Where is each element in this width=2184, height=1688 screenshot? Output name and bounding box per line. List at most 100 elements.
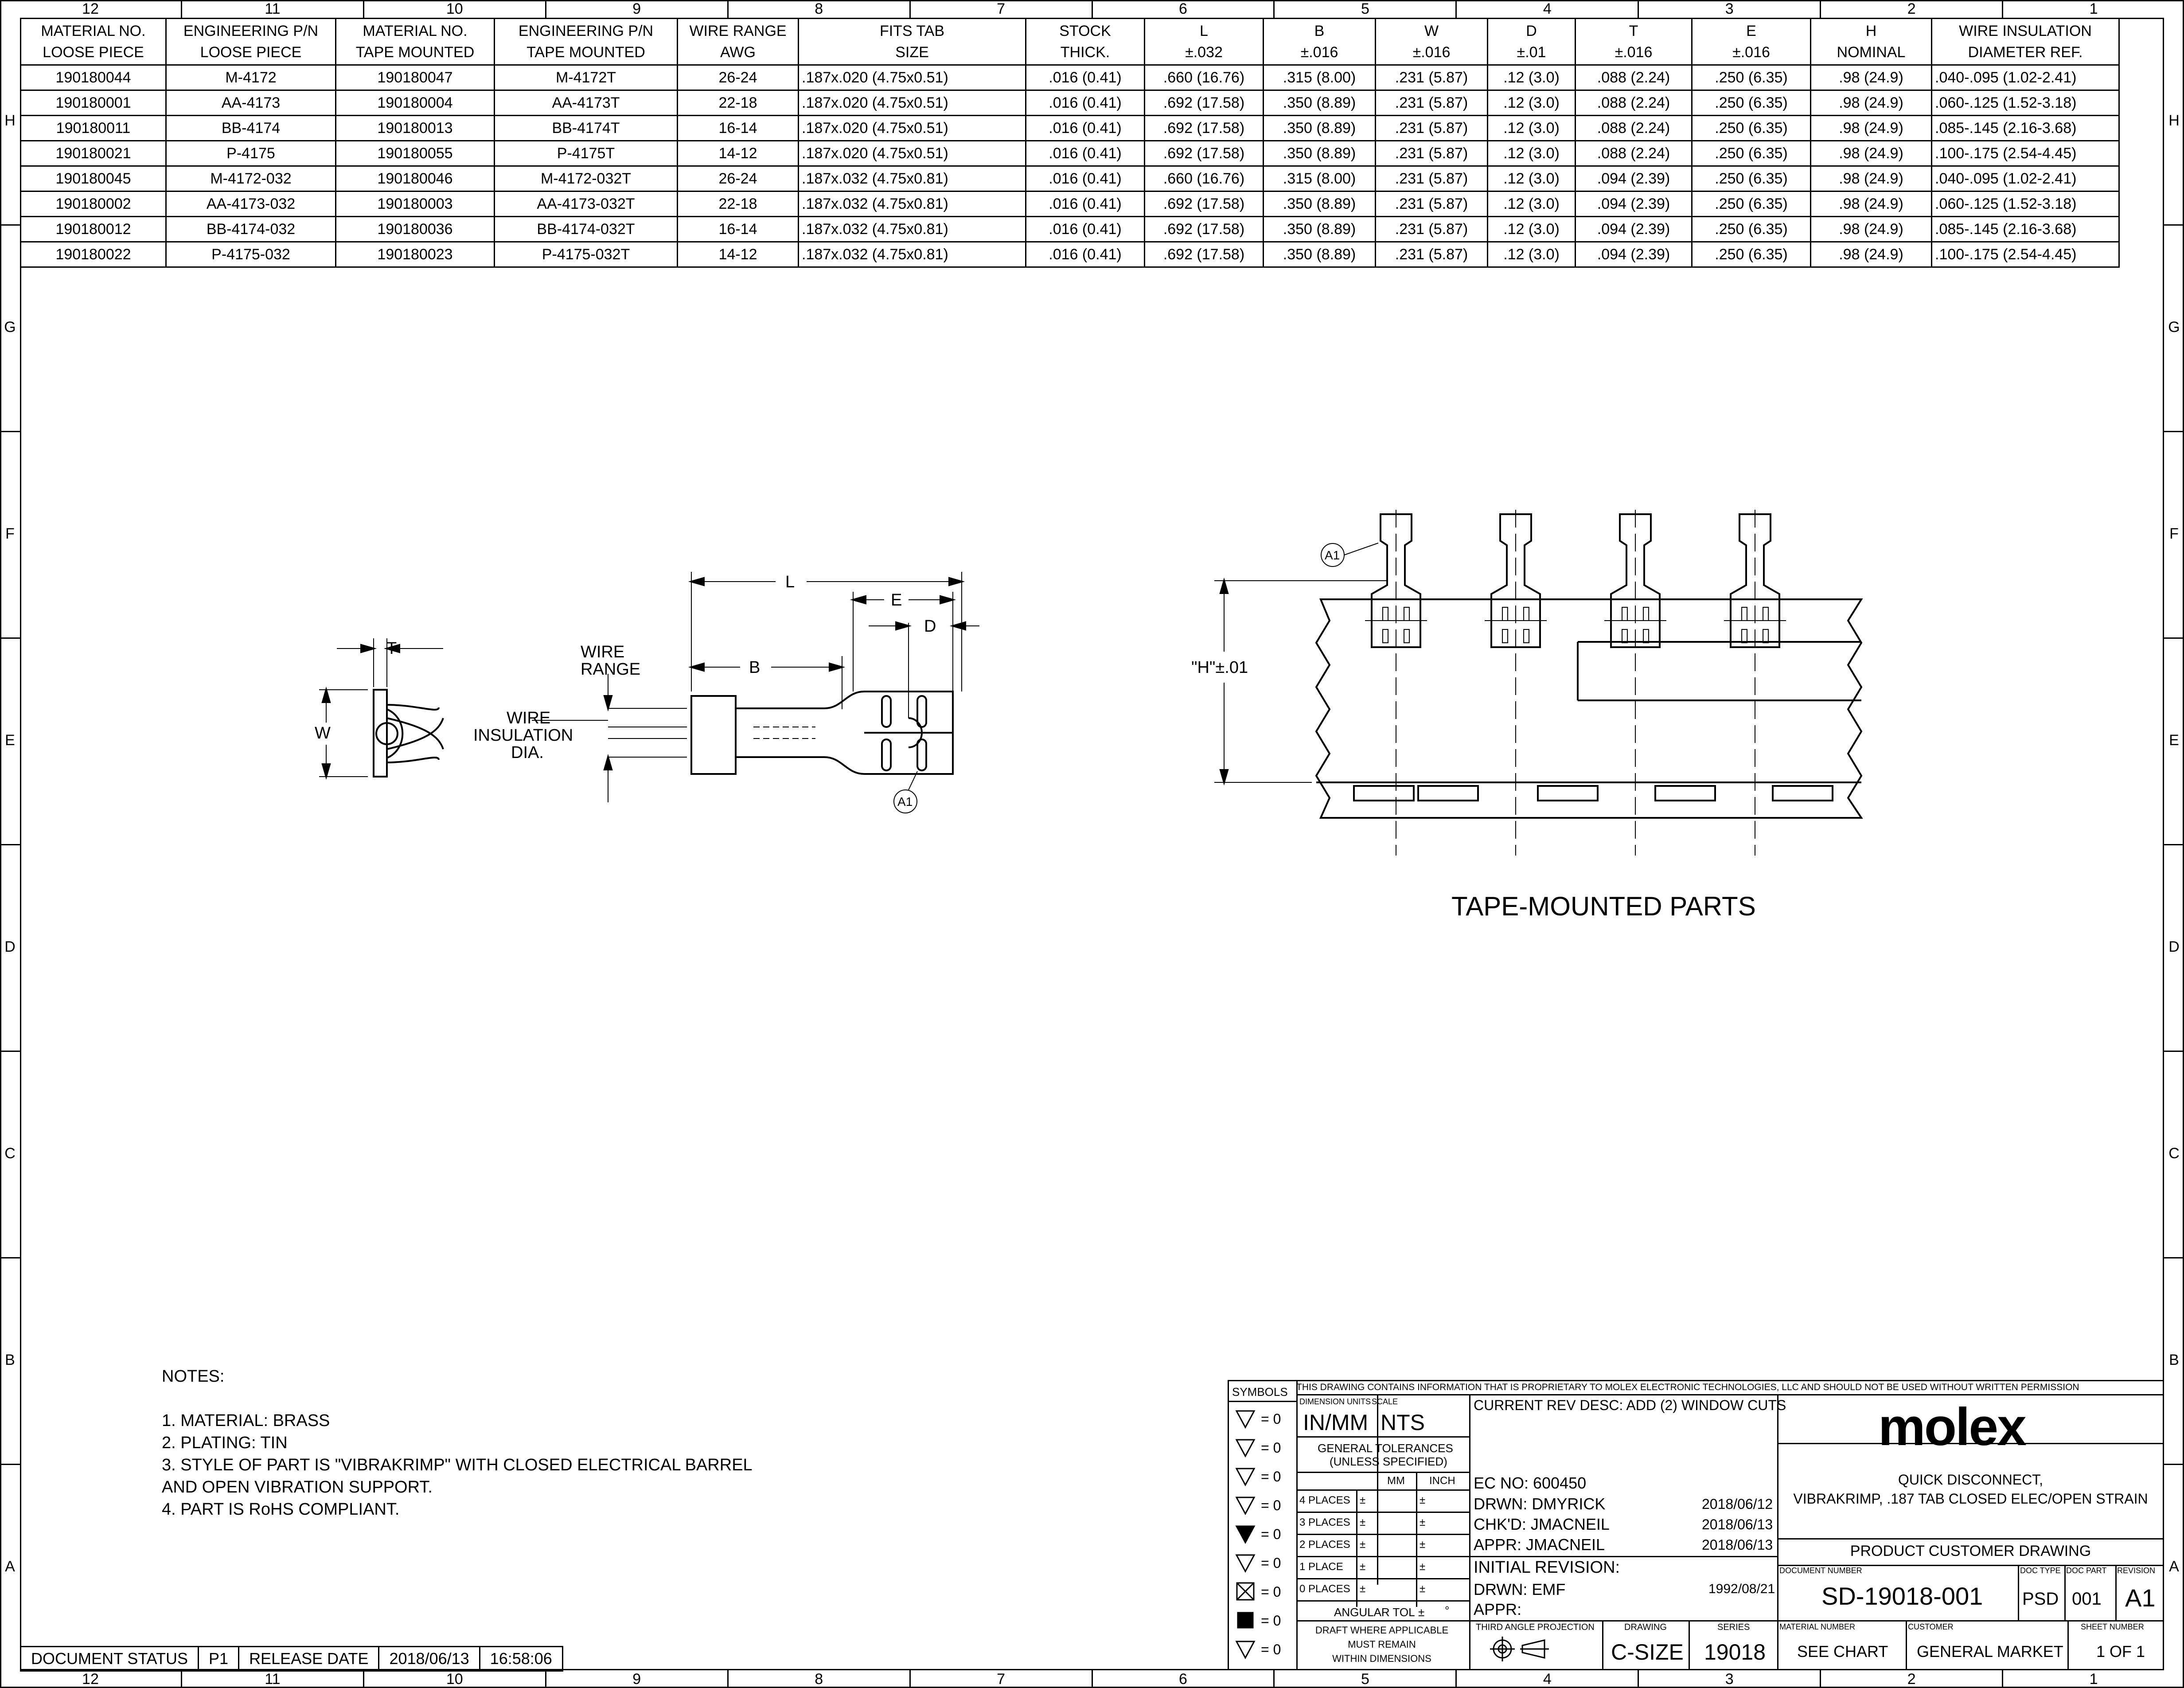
- tolerance-places-label: 3 PLACES: [1299, 1516, 1350, 1528]
- tolerance-symbol-value: = 0: [1261, 1613, 1281, 1629]
- table-cell: .094 (2.39): [1575, 216, 1693, 242]
- zone-divider: [2164, 431, 2184, 432]
- table-cell: .016 (0.41): [1025, 165, 1145, 192]
- zone-number: 11: [182, 1670, 364, 1688]
- unless-specified: (UNLESS SPECIFIED): [1330, 1455, 1447, 1468]
- table-cell: 190180045: [20, 165, 167, 192]
- dimension-units-label: DIMENSION UNITS: [1299, 1397, 1371, 1406]
- angular-pm: ±: [1418, 1606, 1425, 1619]
- table-cell: .350 (8.89): [1263, 90, 1376, 116]
- table-cell: 190180023: [335, 241, 495, 268]
- table-cell: .187x.032 (4.75x0.81): [798, 191, 1026, 217]
- tolerance-plusminus: ±: [1420, 1583, 1426, 1595]
- table-cell: .060-.125 (1.52-3.18): [1931, 90, 2120, 116]
- tolerance-row-divider: [1296, 1534, 1469, 1535]
- table-header-cell: W±.016: [1375, 18, 1488, 66]
- table-cell: .016 (0.41): [1025, 241, 1145, 268]
- symbols-label: SYMBOLS: [1232, 1385, 1288, 1399]
- table-cell: .98 (24.9): [1810, 165, 1932, 192]
- table-cell: .660 (16.76): [1144, 64, 1264, 91]
- table-cell: P-4175-032T: [494, 241, 678, 268]
- table-cell: .187x.032 (4.75x0.81): [798, 241, 1026, 268]
- table-cell: 190180036: [335, 216, 495, 242]
- header-line-1: W: [1424, 23, 1439, 39]
- tape-terminal: [1610, 513, 1661, 648]
- table-cell: .187x.020 (4.75x0.51): [798, 140, 1026, 167]
- table-cell: 14-12: [677, 140, 799, 167]
- table-cell: 14-12: [677, 241, 799, 268]
- table-cell: .350 (8.89): [1263, 216, 1376, 242]
- zone-divider: [0, 431, 20, 432]
- terminal-slot: [1622, 629, 1628, 643]
- table-cell: 190180002: [20, 191, 167, 217]
- document-number-label: DOCUMENT NUMBER: [1779, 1566, 1862, 1575]
- zone-number: 10: [364, 0, 546, 18]
- status-value: P1: [199, 1647, 240, 1670]
- tolerance-row-divider: [1296, 1512, 1469, 1513]
- note-2: 2. PLATING: TIN: [162, 1434, 288, 1452]
- tolerance-plusminus: ±: [1360, 1583, 1366, 1595]
- header-line-1: STOCK: [1059, 23, 1111, 39]
- zone-divider: [0, 637, 20, 639]
- third-angle-projection-icon: [1490, 1637, 1549, 1661]
- table-cell: .98 (24.9): [1810, 115, 1932, 141]
- customer-value: GENERAL MARKET: [1917, 1642, 2063, 1661]
- drawn-date: 2018/06/12: [1702, 1496, 1773, 1512]
- release-time: 16:58:06: [490, 1649, 552, 1668]
- table-cell: .016 (0.41): [1025, 90, 1145, 116]
- zone-letter: A: [5, 1558, 15, 1575]
- tolerance-plusminus: ±: [1420, 1516, 1426, 1528]
- zone-letter: B: [2169, 1352, 2179, 1368]
- table-cell: .12 (3.0): [1487, 90, 1576, 116]
- notes-block: NOTES: 1. MATERIAL: BRASS 2. PLATING: TI…: [162, 1365, 753, 1520]
- table-cell: 190180011: [20, 115, 167, 141]
- terminal-slot: [1741, 607, 1747, 621]
- current-rev-desc: CURRENT REV DESC: ADD (2) WINDOW CUTS: [1474, 1397, 1786, 1413]
- proprietary-notice: THIS DRAWING CONTAINS INFORMATION THAT I…: [1296, 1382, 2079, 1392]
- table-cell: .350 (8.89): [1263, 115, 1376, 141]
- terminal-slot: [1622, 607, 1628, 621]
- title-block: [1228, 1380, 2164, 1670]
- table-cell: .016 (0.41): [1025, 191, 1145, 217]
- tolerance-symbol-value: = 0: [1261, 1469, 1281, 1485]
- header-line-1: E: [1746, 23, 1756, 39]
- table-cell: .187x.020 (4.75x0.51): [798, 115, 1026, 141]
- dim-label-b: B: [749, 658, 760, 677]
- draft-note-1: DRAFT WHERE APPLICABLE: [1315, 1625, 1449, 1636]
- tolerance-plusminus: ±: [1360, 1516, 1366, 1528]
- table-cell: 190180021: [20, 140, 167, 167]
- table-cell: .187x.020 (4.75x0.51): [798, 90, 1026, 116]
- zone-divider: [2164, 1257, 2184, 1258]
- dim-label-w: W: [315, 724, 331, 742]
- header-line-2: ±.016: [1615, 44, 1653, 61]
- header-line-2: ±.01: [1517, 44, 1546, 61]
- wire-insulation-label-1: WIRE: [507, 709, 550, 727]
- tolerance-places-label: 4 PLACES: [1299, 1494, 1350, 1506]
- tolerance-symbol-value: = 0: [1261, 1497, 1281, 1513]
- zone-divider: [0, 1464, 20, 1465]
- header-line-2: AWG: [720, 44, 756, 61]
- molex-logo: molex: [1878, 1397, 2027, 1457]
- table-cell: .231 (5.87): [1375, 115, 1488, 141]
- table-cell: .315 (8.00): [1263, 165, 1376, 192]
- table-cell: .250 (6.35): [1691, 90, 1811, 116]
- header-line-1: FITS TAB: [879, 23, 945, 39]
- table-cell: .085-.145 (2.16-3.68): [1931, 115, 2120, 141]
- table-cell: .250 (6.35): [1691, 140, 1811, 167]
- revision-value: A1: [2125, 1584, 2156, 1612]
- table-cell: 190180055: [335, 140, 495, 167]
- zone-number: 4: [1457, 0, 1639, 18]
- table-cell: .98 (24.9): [1810, 140, 1932, 167]
- scale-label: SCALE: [1372, 1397, 1398, 1406]
- header-line-1: WIRE RANGE: [689, 23, 787, 39]
- terminal-slot: [1404, 607, 1410, 621]
- table-header-cell: B±.016: [1263, 18, 1376, 66]
- document-number: SD-19018-001: [1821, 1582, 1983, 1610]
- table-cell: .060-.125 (1.52-3.18): [1931, 191, 2120, 217]
- table-cell: .12 (3.0): [1487, 216, 1576, 242]
- drawing-size: C-SIZE: [1611, 1640, 1684, 1665]
- wire-range-label-1: WIRE: [581, 643, 624, 661]
